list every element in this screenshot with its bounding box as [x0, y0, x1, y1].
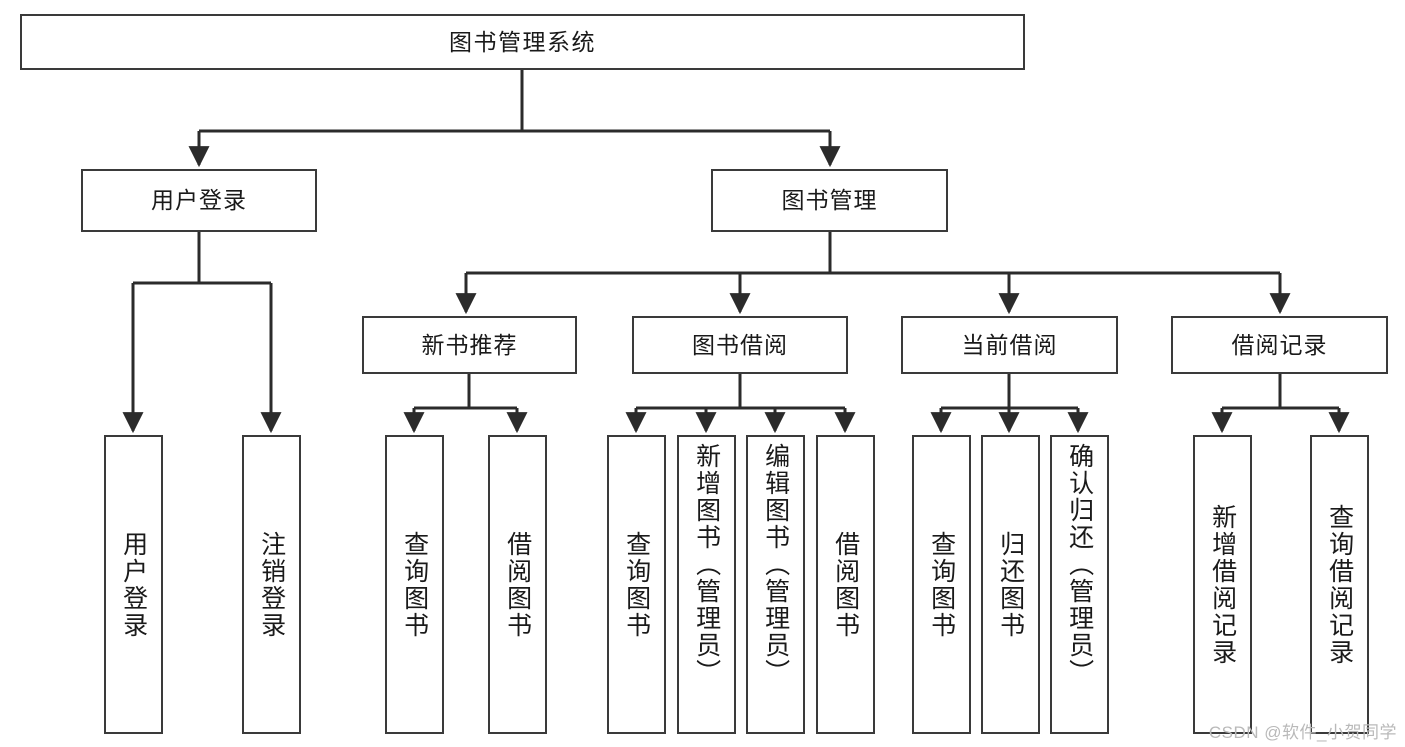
node-label: 查询图书 [622, 530, 651, 639]
node-new-book-recommendation[interactable]: 新书推荐 [362, 316, 577, 374]
node-label: 图书管理 [781, 187, 878, 214]
node-label: 查询借阅记录 [1325, 503, 1354, 666]
node-label: 新书推荐 [421, 331, 518, 358]
csdn-watermark: CSDN @软件_小贺同学 [1208, 723, 1397, 742]
leaf-add-borrow-record[interactable]: 新增借阅记录 [1193, 435, 1252, 734]
node-label: 归还图书 [996, 530, 1025, 639]
node-label: 确认归还（管理员） [1065, 443, 1094, 686]
node-root-book-management-system[interactable]: 图书管理系统 [20, 14, 1025, 70]
leaf-query-book-current[interactable]: 查询图书 [912, 435, 971, 734]
node-label: 编辑图书（管理员） [761, 443, 790, 686]
leaf-query-borrow-record[interactable]: 查询借阅记录 [1310, 435, 1369, 734]
node-label: 借阅记录 [1231, 331, 1328, 358]
node-label: 查询图书 [400, 530, 429, 639]
node-label: 新增图书（管理员） [692, 443, 721, 686]
node-label: 新增借阅记录 [1208, 503, 1237, 666]
node-label: 图书借阅 [692, 331, 788, 358]
node-current-borrowing[interactable]: 当前借阅 [901, 316, 1118, 374]
node-label: 当前借阅 [961, 331, 1058, 358]
node-borrowing-record[interactable]: 借阅记录 [1171, 316, 1388, 374]
leaf-confirm-return-admin[interactable]: 确认归还（管理员） [1050, 435, 1109, 734]
leaf-borrow-book[interactable]: 借阅图书 [816, 435, 875, 734]
node-label: 借阅图书 [503, 530, 532, 639]
node-label: 图书管理系统 [449, 28, 596, 55]
leaf-return-book[interactable]: 归还图书 [981, 435, 1040, 734]
leaf-borrow-book-recommend[interactable]: 借阅图书 [488, 435, 547, 734]
node-label: 查询图书 [927, 530, 956, 639]
node-label: 注销登录 [257, 530, 286, 639]
node-label: 用户登录 [151, 187, 247, 214]
node-user-login[interactable]: 用户登录 [81, 169, 317, 232]
leaf-query-book-borrow[interactable]: 查询图书 [607, 435, 666, 734]
leaf-logout-login[interactable]: 注销登录 [242, 435, 301, 734]
node-label: 借阅图书 [831, 530, 860, 639]
leaf-add-book-admin[interactable]: 新增图书（管理员） [677, 435, 736, 734]
leaf-edit-book-admin[interactable]: 编辑图书（管理员） [746, 435, 805, 734]
node-label: 用户登录 [119, 530, 148, 639]
leaf-user-login[interactable]: 用户登录 [104, 435, 163, 734]
leaf-query-book-recommend[interactable]: 查询图书 [385, 435, 444, 734]
node-book-borrowing[interactable]: 图书借阅 [632, 316, 848, 374]
node-book-management[interactable]: 图书管理 [711, 169, 948, 232]
